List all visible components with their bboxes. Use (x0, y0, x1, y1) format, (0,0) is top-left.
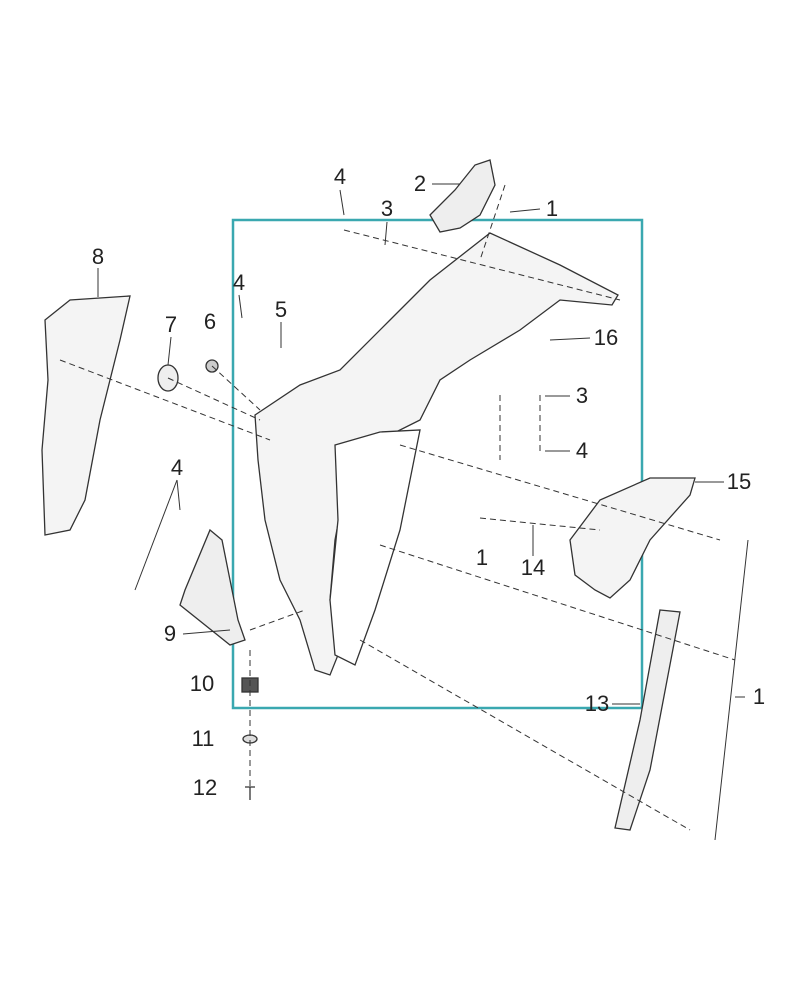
callout-12: 12 (192, 775, 218, 800)
callout-10: 10 (189, 671, 215, 696)
callout-8: 8 (91, 244, 105, 269)
callout-1-right: 1 (752, 684, 766, 709)
callout-14: 14 (520, 555, 546, 580)
callout-3-right: 3 (575, 383, 589, 408)
callout-1-middle: 1 (475, 545, 489, 570)
callout-4-bracket: 4 (170, 455, 184, 480)
callout-4-right: 4 (575, 438, 589, 463)
strip-part-13 (614, 609, 681, 831)
bracket-part-2 (429, 159, 496, 233)
callout-15: 15 (726, 469, 752, 494)
callout-9: 9 (163, 621, 177, 646)
inner-panel-pocket (329, 429, 421, 666)
callout-13: 13 (584, 691, 610, 716)
inner-panel-main (254, 232, 619, 676)
callout-3-top: 3 (380, 196, 394, 221)
callout-5: 5 (274, 297, 288, 322)
bracket-part-9 (179, 528, 246, 646)
callout-6: 6 (203, 309, 217, 334)
callout-2: 2 (413, 171, 427, 196)
callout-7: 7 (164, 312, 178, 337)
callout-1-top: 1 (545, 196, 559, 221)
callout-16: 16 (593, 325, 619, 350)
callout-4-top: 4 (333, 164, 347, 189)
side-cover-part-8 (41, 295, 131, 536)
callout-4-left: 4 (232, 270, 246, 295)
callout-11: 11 (191, 726, 215, 751)
bolt-part-12 (245, 786, 255, 800)
cover-part-15 (569, 477, 696, 599)
